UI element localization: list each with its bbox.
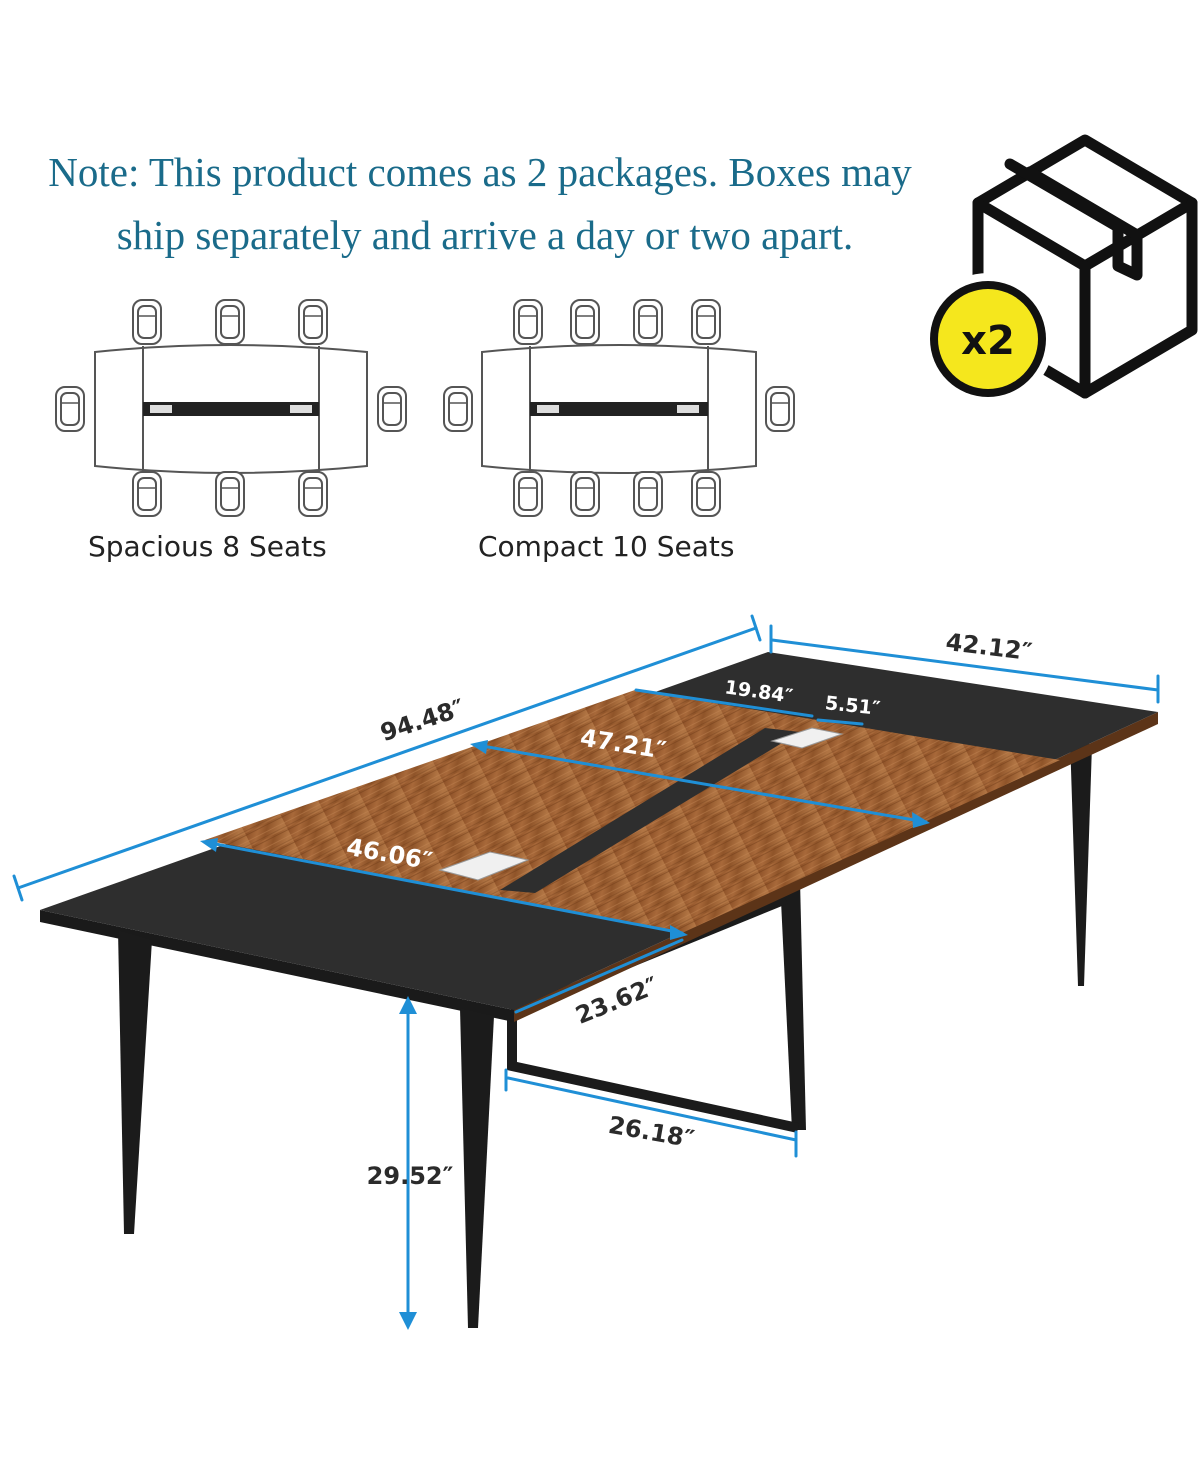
package-badge: x2 <box>922 134 1198 405</box>
layout-label-8-seats: Spacious 8 Seats <box>88 530 327 563</box>
dim-length: 94.48″ <box>377 694 468 747</box>
conference-table <box>40 652 1158 1328</box>
dimension-lines <box>12 614 1160 1328</box>
badge-fill <box>938 289 1038 389</box>
cable-tray <box>500 728 800 893</box>
grommet-back <box>770 727 844 749</box>
layout-label-10-seats: Compact 10 Seats <box>478 530 735 563</box>
shipping-note-line-2: ship separately and arrive a day or two … <box>116 212 854 258</box>
shipping-note-line-1: Note: This product comes as 2 packages. … <box>48 149 912 195</box>
dimension-arrowheads <box>200 740 930 1330</box>
dim-width: 42.12″ <box>944 628 1034 666</box>
package-count: x2 <box>961 318 1015 364</box>
layout-diagram-10-seats <box>443 299 795 517</box>
grommet-front <box>438 851 530 881</box>
layout-diagram-8-seats <box>55 299 407 517</box>
dim-height: 29.52″ <box>367 1162 454 1190</box>
